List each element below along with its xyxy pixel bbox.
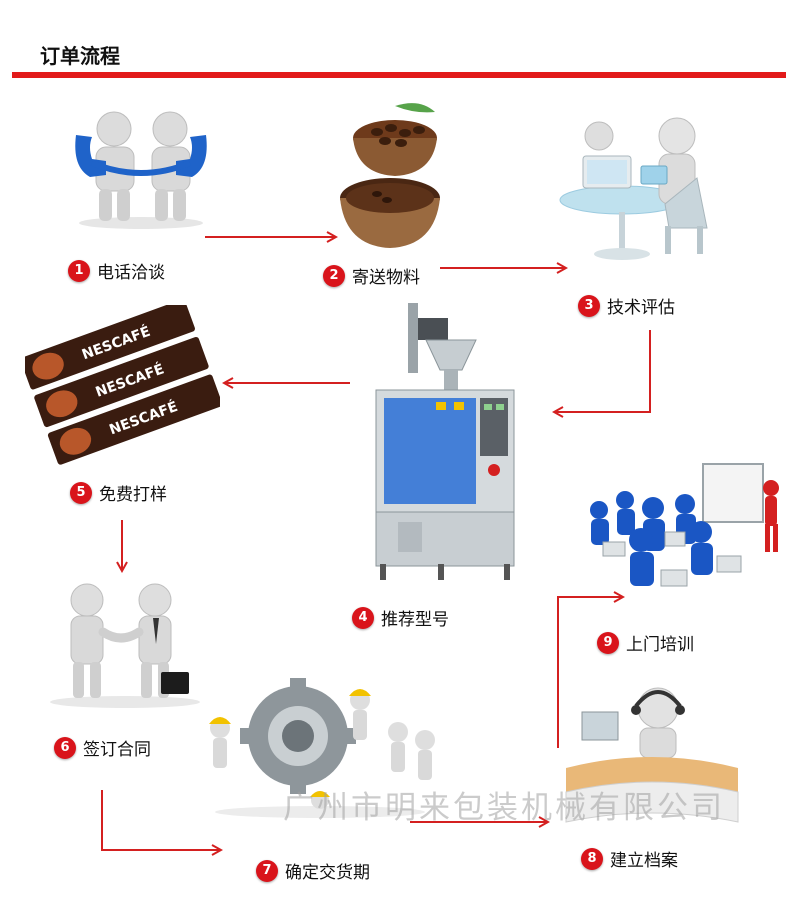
coffee-sample-illustration [340,103,440,248]
step-6-badge: 6 [54,736,76,759]
handshake-illustration [50,583,200,708]
step-7-text: 确定交货期 [285,863,370,883]
arrow-8-to-9 [557,597,622,748]
company-watermark: 广州市明来包装机械有限公司 [283,790,725,826]
step-3-badge: 3 [578,294,600,317]
step-4-label: 4 推荐型号 [352,605,449,630]
page-title: 订单流程 [40,44,120,68]
step-5-text: 免费打样 [99,485,167,505]
step-9-text: 上门培训 [626,635,694,655]
step-7-label: 7 确定交货期 [256,858,370,883]
step-6-text: 签订合同 [83,740,151,760]
step-2-badge: 2 [323,264,345,287]
step-5-label: 5 免费打样 [70,480,167,505]
phone-call-illustration [75,111,207,229]
step-7-badge: 7 [256,859,278,882]
step-3-label: 3 技术评估 [578,293,675,318]
step-2-text: 寄送物料 [352,268,420,288]
step-9-badge: 9 [597,631,619,654]
step-4-text: 推荐型号 [381,610,449,630]
step-9-label: 9 上门培训 [597,630,694,655]
gear-team-illustration [209,678,435,818]
training-illustration [590,463,779,587]
step-2-label: 2 寄送物料 [323,263,420,288]
title-underline [12,72,786,78]
step-1-text: 电话洽谈 [97,263,165,283]
step-5-badge: 5 [70,481,92,504]
arrow-6-to-7 [101,790,220,850]
step-8-text: 建立档案 [610,851,678,871]
nescafe-sample-illustration: NESCAFÉ NESCAFÉ NESCAFÉ [25,305,220,465]
step-6-label: 6 签订合同 [54,735,151,760]
archive-desk-illustration [565,687,739,823]
technical-evaluation-illustration [559,117,708,260]
packaging-machine-illustration [375,303,515,580]
step-1-label: 1 电话洽谈 [68,258,165,283]
step-8-badge: 8 [581,847,603,870]
step-4-badge: 4 [352,606,374,629]
step-1-badge: 1 [68,259,90,282]
arrow-3-to-4 [555,330,651,412]
step-8-label: 8 建立档案 [581,846,678,871]
step-3-text: 技术评估 [607,298,675,318]
